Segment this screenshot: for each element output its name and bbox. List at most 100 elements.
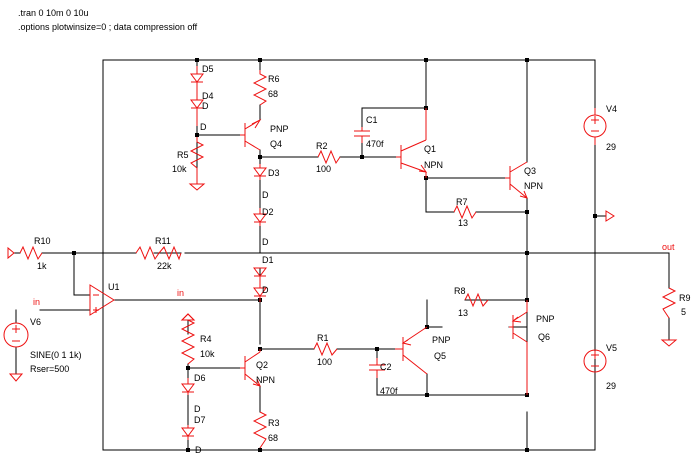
r2-name: R2 (316, 141, 328, 151)
opamp-u1-symbol (89, 284, 115, 316)
r3-value: 68 (268, 433, 278, 443)
in-net-label-mid: in (177, 288, 184, 298)
d3-name: D3 (268, 168, 280, 178)
v4-name: V4 (606, 104, 617, 114)
voltage-source-v5-symbol (583, 349, 607, 373)
v6-name: V6 (30, 317, 41, 327)
d7-value: D (195, 445, 202, 455)
q4-value: PNP (270, 124, 289, 134)
resistor-r5-symbol (188, 137, 206, 191)
d7-name: D7 (194, 415, 206, 425)
transistor-q4-symbol (240, 118, 262, 151)
resistor-r2-symbol (317, 149, 341, 165)
diode-d2-symbol (253, 208, 267, 226)
transistor-q6-symbol (509, 300, 528, 395)
r11-value: 22k (157, 261, 172, 271)
diode-d5-symbol (190, 66, 204, 92)
r9-value: 5 (681, 307, 686, 317)
d6-name: D6 (194, 373, 206, 383)
d4-value-2: D (200, 122, 207, 132)
voltage-source-v4-symbol (583, 108, 607, 145)
diode-d1-symbol (253, 267, 267, 284)
diode-d6-symbol (181, 378, 195, 395)
transistor-q1-symbol (396, 108, 428, 178)
diode-d4-symbol (190, 92, 204, 126)
transistor-q3-symbol (505, 161, 528, 199)
junction-dots (72, 58, 597, 452)
q1-name: Q1 (424, 144, 436, 154)
q5-value: PNP (432, 335, 451, 345)
c1-name: C1 (366, 115, 378, 125)
d2-name: D2 (262, 207, 274, 217)
q5-name: Q5 (434, 351, 446, 361)
r10-value: 1k (37, 261, 47, 271)
u1-name: U1 (108, 282, 120, 292)
v6-value: SINE(0 1 1k) (30, 350, 82, 360)
diode-d1b-symbol (253, 284, 267, 302)
q3-value: NPN (524, 181, 543, 191)
r11-name: R11 (155, 236, 171, 246)
v6-rser: Rser=500 (30, 364, 69, 374)
r6-name: R6 (268, 74, 280, 84)
transistor-q2-symbol (240, 349, 261, 387)
q1-value: NPN (424, 160, 443, 170)
wires (13, 59, 670, 451)
resistor-r11-symbol (135, 245, 182, 261)
r10-name: R10 (34, 236, 51, 246)
resistor-r3-symbol (252, 411, 268, 449)
r6-value: 68 (268, 89, 278, 99)
c1-value: 470f (366, 139, 384, 149)
spice-tran-directive: .tran 0 10m 0 10u (18, 8, 89, 18)
d4-name: D4 (202, 91, 214, 101)
r7-value: 13 (458, 218, 468, 228)
in-net-label-left: in (33, 297, 40, 307)
d6-value: D (194, 404, 201, 414)
r4-value: 10k (200, 349, 215, 359)
transistor-q5-symbol (395, 326, 428, 375)
r8-name: R8 (454, 286, 466, 296)
q2-name: Q2 (256, 360, 268, 370)
resistor-r9-symbol (660, 287, 678, 347)
r5-value: 10k (172, 164, 187, 174)
resistor-r8-symbol (464, 292, 489, 308)
c2-value: 470f (380, 386, 398, 396)
d1-name: D1 (262, 255, 274, 265)
v5-value: 29 (606, 381, 616, 391)
q6-name: Q6 (538, 332, 550, 342)
v4-value: 29 (606, 142, 616, 152)
r5-name: R5 (177, 150, 189, 160)
r2-value: 100 (316, 164, 331, 174)
q2-value: NPN (256, 375, 275, 385)
resistor-r6-symbol (252, 70, 268, 106)
spice-options-directive: .options plotwinsize=0 ; data compressio… (18, 22, 198, 32)
d4-value: D (202, 101, 209, 111)
ground-r4-top-symbol (180, 313, 196, 321)
resistor-r7-symbol (453, 204, 477, 220)
r7-name: R7 (456, 197, 468, 207)
q4-name: Q4 (270, 139, 282, 149)
capacitor-c1-symbol (354, 127, 370, 143)
resistor-r1-symbol (313, 341, 338, 357)
diode-d7-symbol (181, 425, 195, 440)
d2-value: D (262, 237, 269, 247)
r1-value: 100 (317, 357, 332, 367)
diode-d3-symbol (253, 164, 267, 180)
io-out-arrow-symbol (605, 210, 615, 222)
v5-name: V5 (606, 343, 617, 353)
d3-value: D (262, 190, 269, 200)
r4-name: R4 (200, 334, 212, 344)
d5-name: D5 (202, 64, 214, 74)
r3-name: R3 (268, 418, 280, 428)
q3-name: Q3 (524, 166, 536, 176)
r9-name: R9 (679, 293, 691, 303)
resistor-r10-symbol (7, 245, 43, 261)
d1-value: D (262, 285, 269, 295)
out-net-label: out (662, 242, 675, 252)
r1-name: R1 (317, 333, 329, 343)
c2-name: C2 (380, 362, 392, 372)
q6-value: PNP (536, 314, 555, 324)
capacitor-c2-symbol (369, 358, 385, 378)
r8-value: 13 (458, 308, 468, 318)
